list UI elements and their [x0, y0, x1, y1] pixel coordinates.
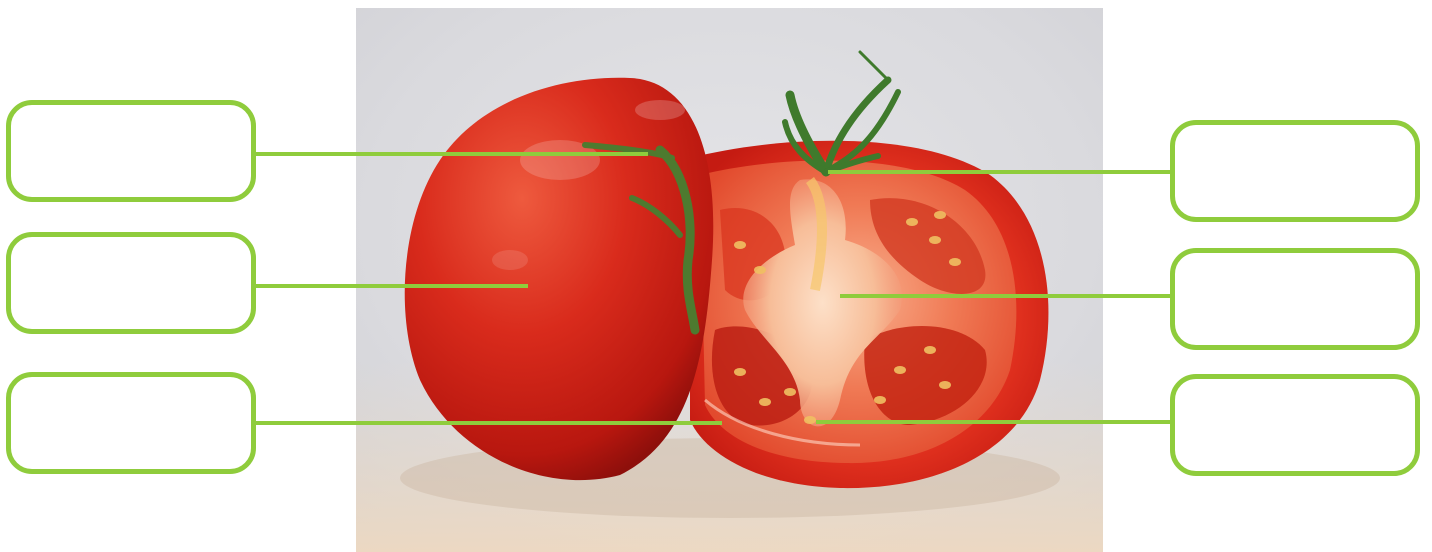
label-box-left-bottom[interactable]: [6, 372, 256, 474]
label-box-left-top[interactable]: [6, 100, 256, 202]
label-box-right-top[interactable]: [1170, 120, 1420, 222]
cut-tomato-half: [690, 141, 1048, 488]
label-box-left-middle[interactable]: [6, 232, 256, 334]
label-box-right-bottom[interactable]: [1170, 374, 1420, 476]
label-box-right-middle[interactable]: [1170, 248, 1420, 350]
